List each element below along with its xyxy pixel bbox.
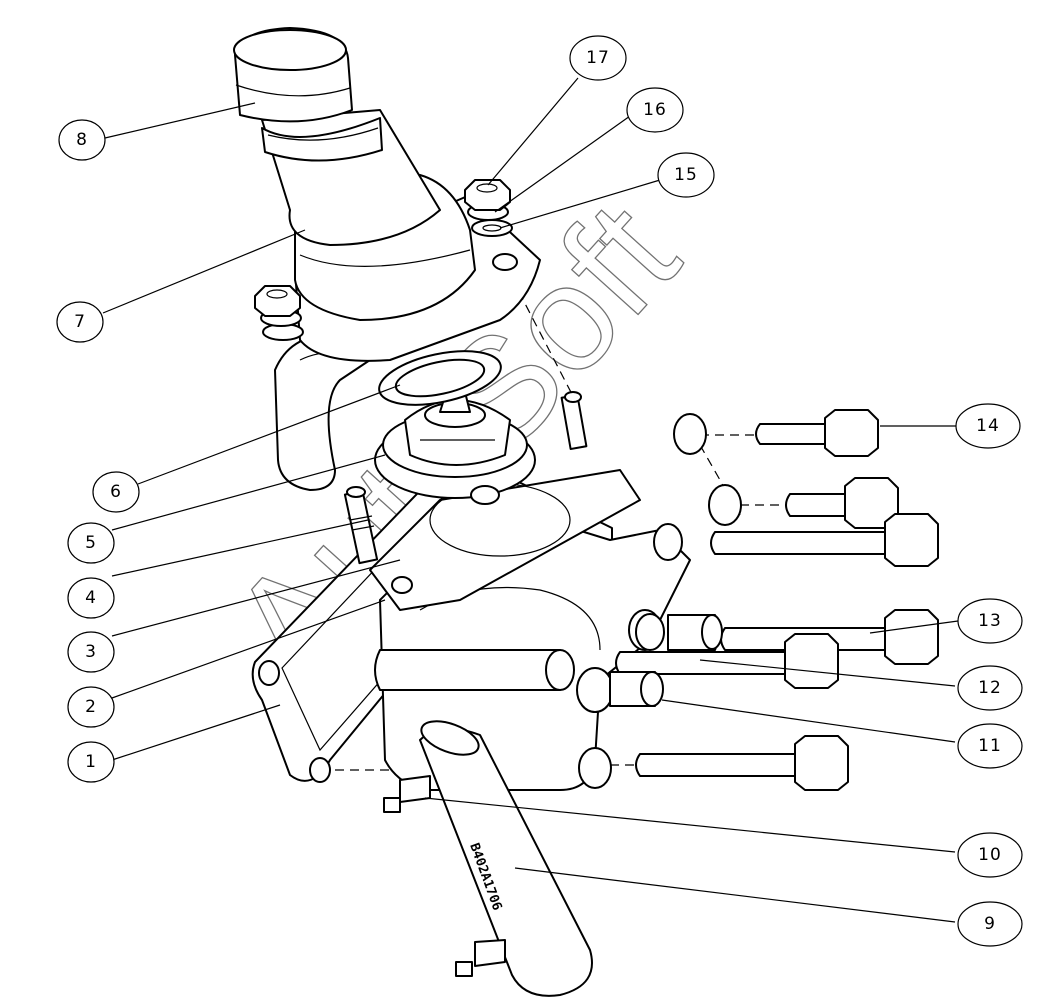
callout-3: 3 bbox=[67, 631, 115, 673]
callout-10: 10 bbox=[957, 832, 1023, 878]
callout-9: 9 bbox=[957, 901, 1023, 947]
leader-lines bbox=[102, 77, 959, 923]
svg-text:14: 14 bbox=[976, 416, 1000, 436]
svg-text:8: 8 bbox=[76, 130, 88, 150]
svg-text:12: 12 bbox=[978, 678, 1002, 698]
spacer-sleeve-11 bbox=[609, 671, 664, 707]
callout-7: 7 bbox=[56, 301, 104, 343]
bolt-12 bbox=[615, 633, 839, 689]
svg-text:3: 3 bbox=[85, 642, 97, 662]
hose-clamp-upper bbox=[383, 775, 431, 813]
svg-text:10: 10 bbox=[978, 845, 1002, 865]
callout-2: 2 bbox=[67, 686, 115, 728]
callout-5: 5 bbox=[67, 522, 115, 564]
bolt-mid-long bbox=[710, 513, 939, 567]
callout-16: 16 bbox=[626, 87, 684, 133]
callout-12: 12 bbox=[957, 665, 1023, 711]
callout-17: 17 bbox=[569, 35, 627, 81]
spacer-sleeve-upper bbox=[667, 614, 723, 651]
svg-text:9: 9 bbox=[984, 914, 996, 934]
svg-text:15: 15 bbox=[674, 165, 698, 185]
hose-clamp-lower bbox=[455, 939, 506, 977]
callout-4: 4 bbox=[67, 577, 115, 619]
bolt-lower bbox=[635, 735, 849, 791]
o-ring bbox=[378, 350, 502, 406]
callout-6: 6 bbox=[92, 471, 140, 513]
svg-text:17: 17 bbox=[586, 48, 610, 68]
svg-text:6: 6 bbox=[110, 482, 122, 502]
svg-text:4: 4 bbox=[85, 588, 97, 608]
stud-left bbox=[343, 486, 379, 565]
svg-text:11: 11 bbox=[978, 736, 1002, 756]
callout-11: 11 bbox=[957, 723, 1023, 769]
thermostat bbox=[374, 379, 536, 505]
callout-1: 1 bbox=[67, 741, 115, 783]
callout-8: 8 bbox=[58, 119, 106, 161]
svg-text:16: 16 bbox=[643, 100, 667, 120]
svg-text:13: 13 bbox=[978, 611, 1002, 631]
cap bbox=[233, 27, 353, 123]
thermostat-cover bbox=[261, 109, 541, 491]
svg-text:1: 1 bbox=[85, 752, 97, 772]
callout-14: 14 bbox=[955, 403, 1021, 449]
bolt-14 bbox=[673, 409, 879, 457]
stud-right bbox=[560, 391, 588, 450]
nut-and-washer-stack-left bbox=[254, 285, 304, 341]
svg-text:7: 7 bbox=[74, 312, 86, 332]
callout-15: 15 bbox=[657, 152, 715, 198]
svg-text:2: 2 bbox=[85, 697, 97, 717]
callout-13: 13 bbox=[957, 598, 1023, 644]
bolt-upper-long bbox=[708, 477, 899, 529]
svg-text:5: 5 bbox=[85, 533, 97, 553]
nut-and-washer-stack-right bbox=[464, 179, 513, 237]
seal-ring bbox=[369, 469, 641, 611]
